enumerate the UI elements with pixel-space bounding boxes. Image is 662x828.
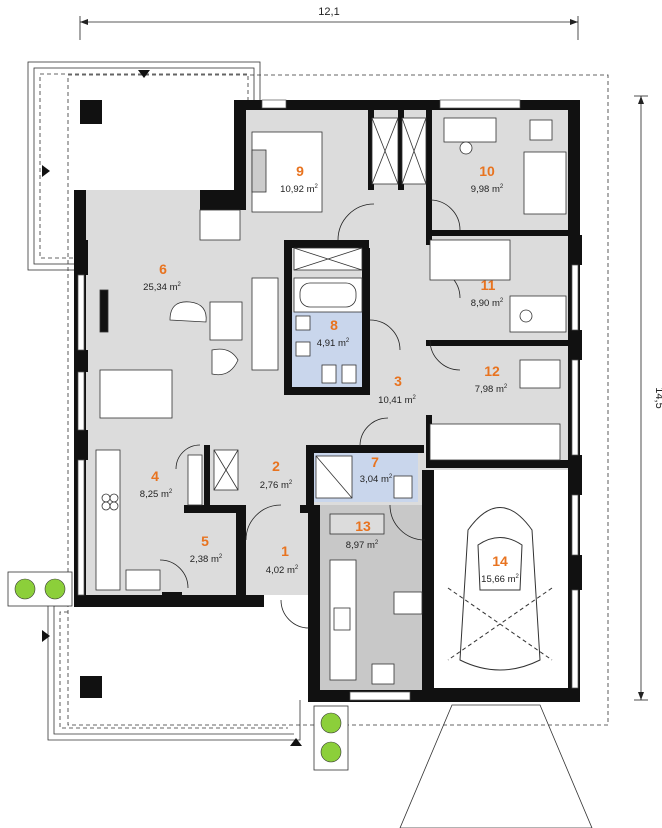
area-unit-exp: 2 <box>169 489 173 495</box>
svg-text:8,90 m2: 8,90 m2 <box>471 298 504 309</box>
room-area: 2,38 <box>190 554 209 565</box>
area-unit: m <box>287 565 295 576</box>
room-label-13: 13 8,97 m2 <box>346 518 379 551</box>
svg-text:10,92 m2: 10,92 m2 <box>280 184 318 195</box>
room-number: 8 <box>330 317 338 333</box>
area-unit: m <box>211 554 219 565</box>
room-label-10: 10 9,98 m2 <box>471 163 504 195</box>
room-labels: 1 4,02 m2 2 2,76 m2 3 10,41 m2 4 8,25 m2… <box>140 163 520 585</box>
room-number: 6 <box>159 261 167 277</box>
plant-icon <box>7 571 349 771</box>
room-number: 7 <box>371 454 379 470</box>
svg-text:8,97 m2: 8,97 m2 <box>346 540 379 551</box>
room-label-7: 7 3,04 m2 <box>360 454 393 485</box>
area-unit-exp: 2 <box>413 395 417 401</box>
room-label-1: 1 4,02 m2 <box>266 543 299 576</box>
area-unit: m <box>405 395 413 406</box>
area-unit: m <box>496 384 504 395</box>
svg-text:2,76 m2: 2,76 m2 <box>260 480 293 491</box>
height-dimension: 14,5 <box>653 387 662 408</box>
area-unit: m <box>170 282 178 293</box>
room-label-4: 4 8,25 m2 <box>140 468 173 500</box>
room-number: 9 <box>296 163 304 179</box>
room-number: 10 <box>479 163 495 179</box>
area-unit-exp: 2 <box>219 554 223 560</box>
bathtub-icon <box>293 277 363 313</box>
room-label-6: 6 25,34 m2 <box>143 261 181 293</box>
svg-text:4,91 m2: 4,91 m2 <box>317 338 350 349</box>
room-number: 2 <box>272 458 280 474</box>
room-label-11: 11 8,90 m2 <box>471 277 504 309</box>
garage-floor <box>430 470 572 700</box>
shower-icon <box>315 455 413 499</box>
area-unit: m <box>161 489 169 500</box>
svg-text:10,41 m2: 10,41 m2 <box>378 395 416 406</box>
windows <box>77 99 579 701</box>
room-area: 10,92 <box>280 184 304 195</box>
room-area: 3,04 <box>360 474 379 485</box>
area-unit: m <box>381 474 389 485</box>
room-number: 13 <box>355 518 371 534</box>
room-area: 8,90 <box>471 298 490 309</box>
room-number: 12 <box>484 363 500 379</box>
room-label-8: 8 4,91 m2 <box>317 317 350 349</box>
area-unit-exp: 2 <box>289 480 293 486</box>
room-area: 10,41 <box>378 395 402 406</box>
room-number: 3 <box>394 373 402 389</box>
area-unit-exp: 2 <box>389 474 393 480</box>
room-number: 4 <box>151 468 159 484</box>
room-label-5: 5 2,38 m2 <box>190 533 223 565</box>
svg-text:3,04 m2: 3,04 m2 <box>360 474 393 485</box>
svg-text:25,34 m2: 25,34 m2 <box>143 282 181 293</box>
room-area: 2,76 <box>260 480 279 491</box>
area-unit-exp: 2 <box>295 565 299 571</box>
svg-text:2,38 m2: 2,38 m2 <box>190 554 223 565</box>
area-unit: m <box>281 480 289 491</box>
room-number: 14 <box>492 553 508 569</box>
area-unit: m <box>492 184 500 195</box>
wardrobes <box>199 117 427 491</box>
room-number: 11 <box>481 277 496 293</box>
room-label-12: 12 7,98 m2 <box>475 363 508 395</box>
area-unit-exp: 2 <box>500 184 504 190</box>
svg-text:9,98 m2: 9,98 m2 <box>471 184 504 195</box>
room-number: 5 <box>201 533 209 549</box>
svg-text:7,98 m2: 7,98 m2 <box>475 384 508 395</box>
room-area: 4,02 <box>266 565 285 576</box>
area-unit-exp: 2 <box>500 298 504 304</box>
area-unit-exp: 2 <box>375 540 379 546</box>
area-unit: m <box>508 574 516 585</box>
area-unit: m <box>367 540 375 551</box>
area-unit: m <box>307 184 315 195</box>
room-label-14: 14 15,66 m2 <box>481 553 519 585</box>
svg-text:4,02 m2: 4,02 m2 <box>266 565 299 576</box>
room-label-3: 3 10,41 m2 <box>378 373 416 406</box>
svg-text:15,66 m2: 15,66 m2 <box>481 574 519 585</box>
room-area: 25,34 <box>143 282 167 293</box>
room-area: 7,98 <box>475 384 494 395</box>
area-unit-exp: 2 <box>315 184 319 190</box>
area-unit-exp: 2 <box>178 282 182 288</box>
room-label-9: 9 10,92 m2 <box>280 163 318 195</box>
area-unit: m <box>338 338 346 349</box>
sink-icon <box>295 315 357 384</box>
terrace-arrow-icon <box>138 70 150 78</box>
area-unit-exp: 2 <box>504 384 508 390</box>
width-dimension: 12,1 <box>318 6 339 18</box>
room-area: 8,97 <box>346 540 365 551</box>
room-area: 4,91 <box>317 338 336 349</box>
room-area: 8,25 <box>140 489 159 500</box>
area-unit-exp: 2 <box>516 574 520 580</box>
area-unit: m <box>492 298 500 309</box>
room-number: 1 <box>281 543 289 559</box>
area-unit-exp: 2 <box>346 338 350 344</box>
room-area: 9,98 <box>471 184 490 195</box>
room-label-2: 2 2,76 m2 <box>260 458 293 491</box>
room-area: 15,66 <box>481 574 505 585</box>
furniture <box>95 117 567 685</box>
car-icon <box>447 507 553 671</box>
svg-text:8,25 m2: 8,25 m2 <box>140 489 173 500</box>
